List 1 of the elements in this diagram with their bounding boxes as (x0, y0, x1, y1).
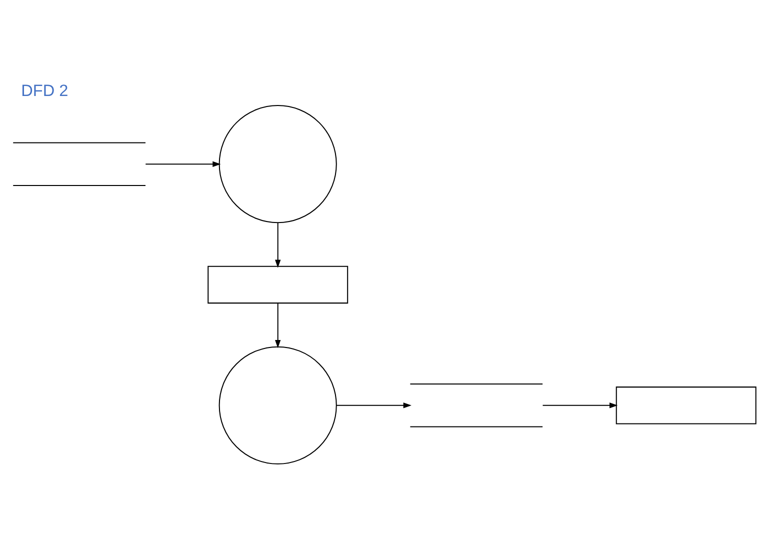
diagram-title: DFD 2 (20, 82, 68, 100)
